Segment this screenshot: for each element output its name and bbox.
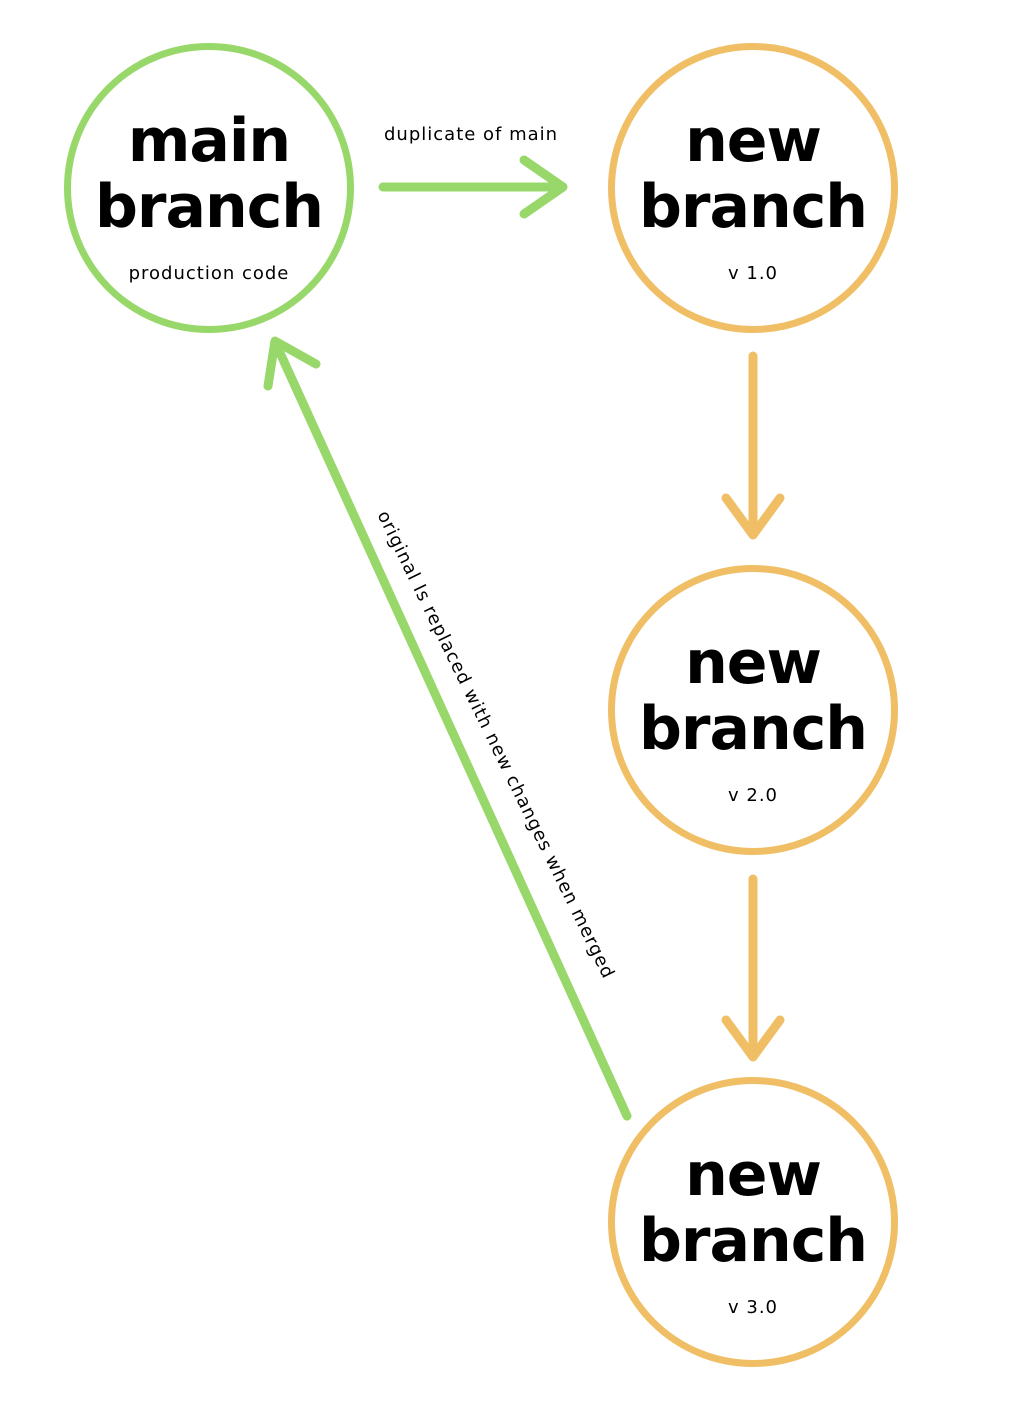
edge-v2-to-v3 xyxy=(721,874,785,1062)
node-title: main branch xyxy=(71,108,347,240)
node-title-line1: main xyxy=(127,106,291,176)
node-subtitle: v 3.0 xyxy=(728,1297,778,1318)
edge-label-duplicate: duplicate of main xyxy=(384,124,559,145)
node-title-line2: branch xyxy=(638,1206,868,1276)
node-new-branch-v1: new branch v 1.0 xyxy=(608,43,898,333)
node-title-line1: new xyxy=(685,1140,822,1210)
node-title-line2: branch xyxy=(638,694,868,764)
node-title-line2: branch xyxy=(638,172,868,242)
edge-main-to-v1 xyxy=(378,155,568,219)
node-title-line1: new xyxy=(685,106,822,176)
node-main-branch: main branch production code xyxy=(64,43,354,333)
node-title-line1: new xyxy=(685,628,822,698)
node-subtitle: production code xyxy=(128,263,290,284)
node-new-branch-v3: new branch v 3.0 xyxy=(608,1077,898,1367)
node-title: new branch xyxy=(615,1142,891,1274)
node-title: new branch xyxy=(615,630,891,762)
node-new-branch-v2: new branch v 2.0 xyxy=(608,565,898,855)
node-title: new branch xyxy=(615,108,891,240)
edge-v1-to-v2 xyxy=(721,351,785,540)
edge-v3-to-main xyxy=(263,336,632,1121)
node-subtitle: v 1.0 xyxy=(728,263,778,284)
node-title-line2: branch xyxy=(94,172,324,242)
node-subtitle: v 2.0 xyxy=(728,785,778,806)
